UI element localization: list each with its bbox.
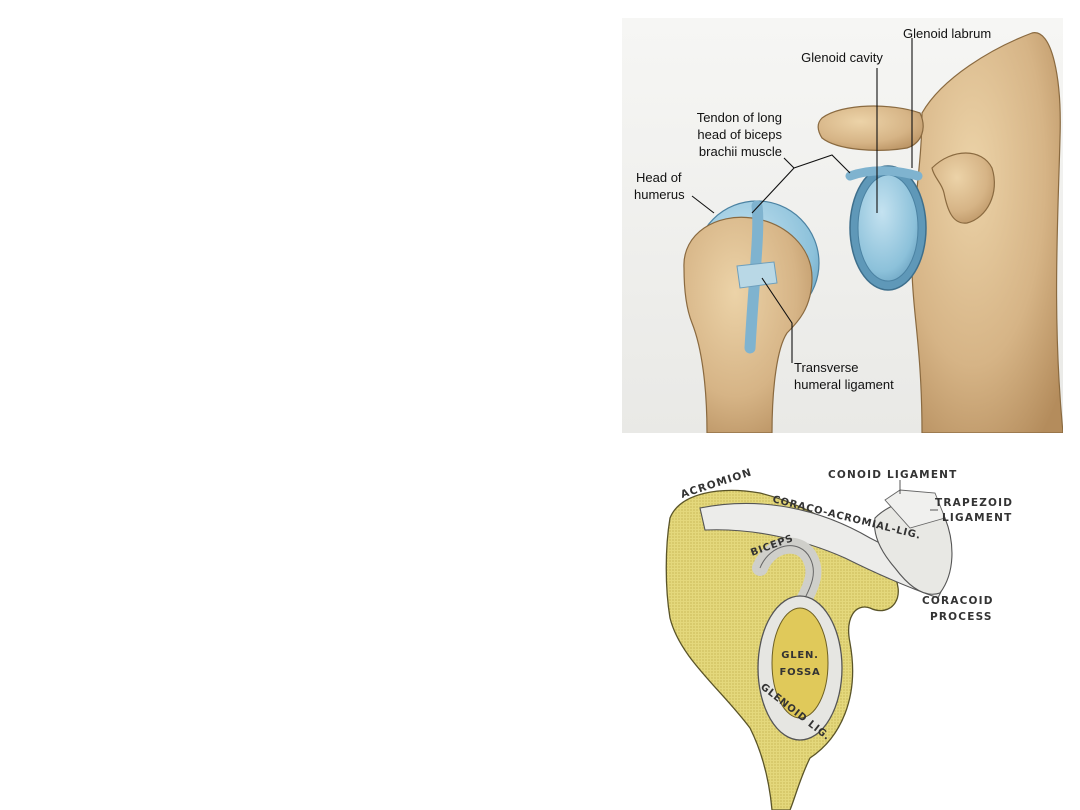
leader-biceps-tendon (751, 154, 851, 214)
label-conoid-ligament: CONOID LIGAMENT (828, 469, 958, 481)
glenoid-fossa (771, 607, 829, 719)
label-glen-line2: FOSSA (779, 667, 820, 678)
biceps-tendon-outline (759, 545, 814, 599)
label-tendon-line1: Tendon of long (697, 110, 782, 125)
label-glen-line1: GLEN. (781, 650, 819, 661)
label-transverse-line1: Transverse (794, 360, 859, 375)
label-glenoid-labrum: Glenoid labrum (903, 26, 991, 41)
acromion-process (817, 105, 924, 151)
label-head-line1: Head of (636, 170, 682, 185)
leader-head-of-humerus (691, 195, 715, 214)
gray-anatomy-illustration: ACROMION CONOID LIGAMENT TRAPEZOID LIGAM… (660, 458, 1040, 810)
leader-transverse-ligament (761, 277, 793, 363)
shoulder-joint-svg: Glenoid labrum Glenoid cavity Tendon of … (622, 18, 1063, 433)
biceps-tendon-origin (845, 166, 923, 181)
transverse-humeral-ligament (736, 261, 778, 289)
label-transverse-line2: humeral ligament (794, 377, 894, 392)
label-coracoid-line1: CORACOID (922, 595, 994, 607)
label-tendon-line3: brachii muscle (699, 144, 782, 159)
shoulder-joint-illustration: Glenoid labrum Glenoid cavity Tendon of … (622, 18, 1063, 433)
label-tendon-line2: head of biceps (697, 127, 782, 142)
label-trapezoid-line1: TRAPEZOID (935, 497, 1013, 509)
label-coracoid-line2: PROCESS (930, 611, 993, 623)
coracoid-process (931, 152, 995, 224)
label-trapezoid-line2: LIGAMENT (942, 512, 1013, 524)
label-head-line2: humerus (634, 187, 685, 202)
trapezoid-ligament (884, 489, 946, 529)
label-glenoid-cavity: Glenoid cavity (801, 50, 883, 65)
gray-anatomy-svg: ACROMION CONOID LIGAMENT TRAPEZOID LIGAM… (665, 466, 1013, 810)
biceps-tendon (744, 200, 764, 354)
glenoid-cavity (857, 174, 919, 282)
